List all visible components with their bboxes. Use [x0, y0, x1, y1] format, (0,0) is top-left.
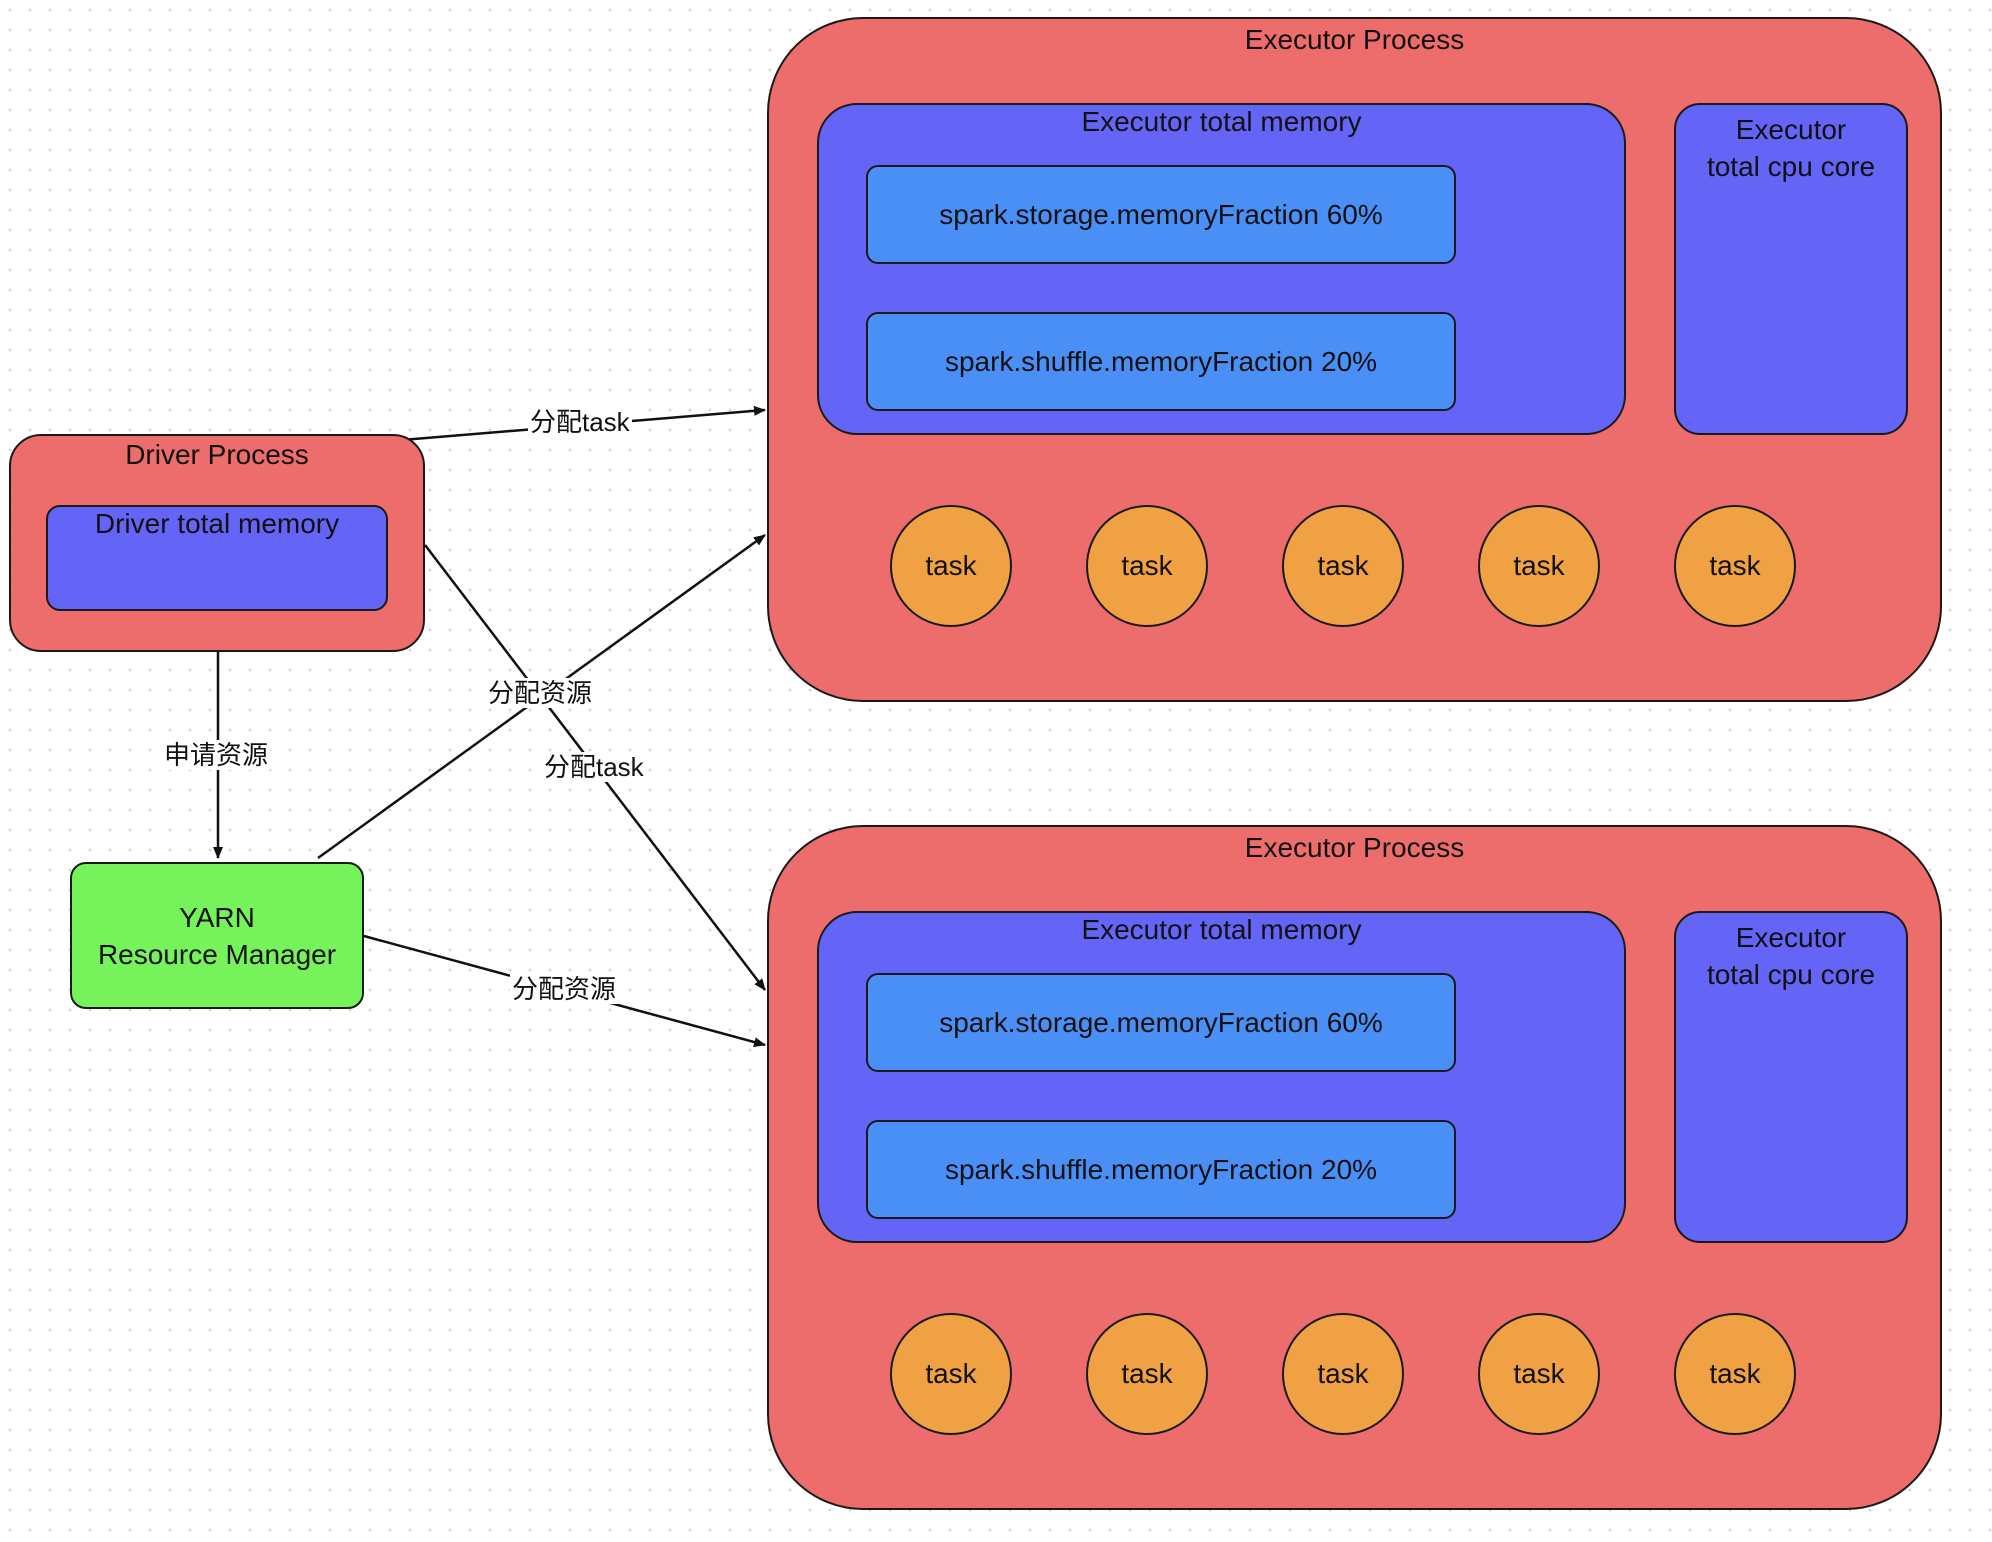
task-node[interactable]: task	[1282, 1313, 1404, 1435]
executor-cpu-title: Executor total cpu core	[1676, 919, 1906, 993]
task-node[interactable]: task	[1674, 1313, 1796, 1435]
executor-process-2[interactable]: Executor Process Executor total memory s…	[767, 825, 1942, 1510]
edge-label-yarn-to-executor-2: 分配资源	[510, 974, 619, 1004]
storage-memory-fraction[interactable]: spark.storage.memoryFraction 60%	[866, 973, 1456, 1072]
shuffle-fraction-label: spark.shuffle.memoryFraction 20%	[944, 1153, 1378, 1185]
edge-label-driver-to-executor-2: 分配task	[542, 752, 646, 782]
executor-cpu-core-box[interactable]: Executor total cpu core	[1674, 103, 1908, 435]
edge-label-driver-to-yarn: 申请资源	[162, 740, 271, 770]
executor-cpu-title: Executor total cpu core	[1676, 111, 1906, 185]
cpu-title-line-2: total cpu core	[1706, 151, 1876, 182]
cpu-title-line-1: Executor	[1735, 922, 1847, 953]
yarn-label-line-1: YARN	[179, 901, 255, 933]
storage-memory-fraction[interactable]: spark.storage.memoryFraction 60%	[866, 165, 1456, 264]
shuffle-memory-fraction[interactable]: spark.shuffle.memoryFraction 20%	[866, 1120, 1456, 1219]
cpu-title-line-1: Executor	[1735, 114, 1847, 145]
task-node[interactable]: task	[1478, 1313, 1600, 1435]
task-node[interactable]: task	[890, 1313, 1012, 1435]
executor-cpu-core-box[interactable]: Executor total cpu core	[1674, 911, 1908, 1243]
shuffle-memory-fraction[interactable]: spark.shuffle.memoryFraction 20%	[866, 312, 1456, 411]
driver-process[interactable]: Driver Process Driver total memory	[9, 434, 425, 652]
driver-memory-box[interactable]: Driver total memory	[46, 505, 388, 611]
executor-process-title: Executor Process	[1244, 24, 1465, 55]
task-node[interactable]: task	[1282, 505, 1404, 627]
executor-memory-box[interactable]: Executor total memory spark.storage.memo…	[817, 911, 1626, 1243]
yarn-resource-manager[interactable]: YARN Resource Manager	[70, 862, 364, 1009]
executor-process-1[interactable]: Executor Process Executor total memory s…	[767, 17, 1942, 702]
executor-memory-box[interactable]: Executor total memory spark.storage.memo…	[817, 103, 1626, 435]
driver-memory-label: Driver total memory	[94, 508, 340, 539]
storage-fraction-label: spark.storage.memoryFraction 60%	[939, 1006, 1383, 1038]
driver-process-title: Driver Process	[125, 439, 309, 470]
executor-process-title: Executor Process	[1244, 832, 1465, 863]
storage-fraction-label: spark.storage.memoryFraction 60%	[939, 198, 1383, 230]
yarn-label-line-2: Resource Manager	[97, 938, 337, 970]
executor-memory-title: Executor total memory	[1081, 106, 1362, 137]
cpu-title-line-2: total cpu core	[1706, 959, 1876, 990]
task-node[interactable]: task	[890, 505, 1012, 627]
shuffle-fraction-label: spark.shuffle.memoryFraction 20%	[944, 345, 1378, 377]
task-node[interactable]: task	[1478, 505, 1600, 627]
task-node[interactable]: task	[1086, 1313, 1208, 1435]
task-node[interactable]: task	[1674, 505, 1796, 627]
task-node[interactable]: task	[1086, 505, 1208, 627]
edge-label-driver-to-executor-1: 分配task	[528, 407, 632, 437]
executor-memory-title: Executor total memory	[1081, 914, 1362, 945]
edge-label-yarn-to-executor-1: 分配资源	[486, 678, 595, 708]
